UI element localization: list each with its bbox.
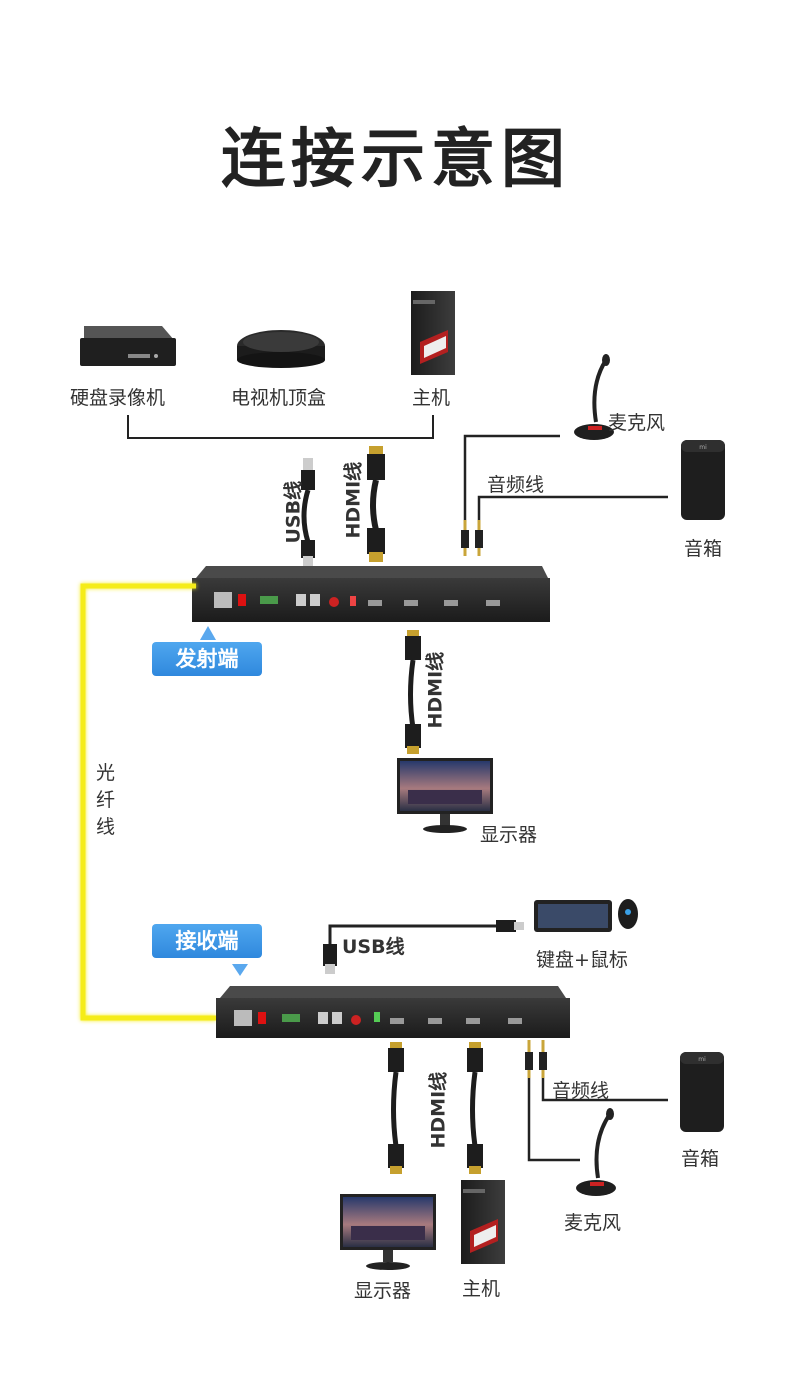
hdmi-out-cable-icon — [405, 630, 421, 754]
receiver-usb-cable-label: USB线 — [342, 936, 405, 958]
dvr-icon — [80, 326, 176, 366]
monitor-label: 显示器 — [480, 824, 538, 846]
receiver-badge: 接收端 — [152, 924, 262, 958]
receiver-monitor-label: 显示器 — [354, 1280, 412, 1302]
transmitter-arrow-icon — [200, 626, 216, 640]
page-title: 连接示意图 — [221, 123, 571, 197]
receiver-microphone-label: 麦克风 — [564, 1212, 622, 1234]
svg-text:mi: mi — [699, 444, 707, 451]
hdmi-cable-label: HDMI线 — [342, 461, 365, 539]
keyboard-mouse-label: 键盘+鼠标 — [536, 949, 628, 971]
speaker-icon: mi — [681, 440, 725, 520]
keyboard-mouse-icon — [534, 899, 638, 932]
speaker-label: 音箱 — [684, 538, 723, 560]
source-bracket-line — [127, 415, 434, 439]
set-top-box-icon — [237, 330, 325, 368]
svg-text:mi: mi — [698, 1056, 706, 1063]
fiber-line — [80, 583, 216, 1021]
receiver-microphone-icon — [576, 1108, 616, 1196]
receiver-host-label: 主机 — [462, 1278, 501, 1300]
receiver-arrow-icon — [232, 964, 248, 976]
microphone-icon — [574, 354, 614, 440]
receiver-audio-jack-icon — [525, 1040, 547, 1078]
receiver-hdmi-cable-1-icon — [388, 1042, 404, 1174]
receiver-usb-icon — [323, 920, 524, 974]
monitor-icon — [397, 758, 493, 833]
receiver-host-tower-icon — [461, 1180, 505, 1264]
receiver-mic-line — [527, 1078, 580, 1162]
receiver-device — [216, 986, 570, 1038]
receiver-audio-cable-label: 音频线 — [552, 1080, 610, 1102]
host-label: 主机 — [412, 387, 451, 409]
receiver-speaker-line — [541, 1078, 668, 1102]
hdmi-cable-icon — [367, 446, 385, 562]
dvr-label: 硬盘录像机 — [70, 387, 166, 409]
transmitter-badge: 发射端 — [152, 642, 262, 676]
receiver-hdmi-cable-label: HDMI线 — [427, 1071, 450, 1149]
audio-cable-label: 音频线 — [487, 474, 545, 496]
audio-jack-icon — [461, 520, 483, 556]
receiver-speaker-icon: mi — [680, 1052, 724, 1132]
usb-cable-icon — [301, 458, 315, 566]
receiver-hdmi-cable-2-icon — [467, 1042, 483, 1174]
mic-line — [463, 434, 560, 520]
fiber-label: 光纤线 — [96, 762, 116, 838]
host-tower-icon — [411, 291, 455, 375]
receiver-speaker-label: 音箱 — [681, 1148, 720, 1170]
usb-cable-label: USB线 — [282, 480, 305, 544]
transmitter-device — [192, 566, 550, 622]
set-top-box-label: 电视机顶盒 — [231, 387, 327, 409]
speaker-line — [477, 495, 668, 520]
receiver-monitor-icon — [340, 1194, 436, 1270]
hdmi-out-cable-label: HDMI线 — [424, 651, 447, 729]
microphone-label: 麦克风 — [608, 412, 666, 434]
